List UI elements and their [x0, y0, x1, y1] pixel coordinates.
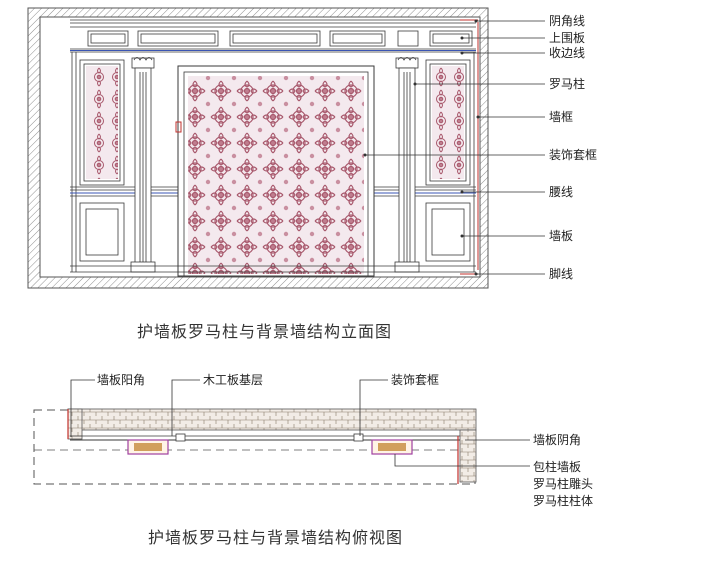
- label-zhuangshitaokuang: 装饰套框: [549, 148, 598, 162]
- label-mugongbanjiceng: 木工板基层: [203, 373, 264, 387]
- label-zhuangshitaokuang-plan: 装饰套框: [391, 373, 440, 387]
- label-baozhuqiangban: 包柱墙板: [533, 460, 582, 474]
- elevation-caption: 护墙板罗马柱与背景墙结构立面图: [137, 322, 393, 341]
- skirting-line: [70, 265, 476, 273]
- label-jiaoxian: 脚线: [549, 267, 574, 281]
- casing-red-mark: [175, 121, 182, 133]
- label-luomazhudiaotou: 罗马柱雕头: [533, 477, 594, 491]
- top-panels: [87, 30, 473, 47]
- plan-brick-return-right: [459, 429, 477, 483]
- label-luomazhu: 罗马柱: [549, 77, 586, 91]
- label-qiangbanyinjiao: 墙板阴角: [533, 433, 582, 447]
- plan-brick-return-left: [67, 408, 83, 440]
- label-luomazhuzhuti: 罗马柱柱体: [533, 494, 594, 508]
- label-yinjiaoxian: 阴角线: [549, 14, 586, 28]
- lower-wall-panels: [79, 202, 471, 262]
- plan-brick-wall: [67, 408, 477, 431]
- label-qiangbanyangjiao: 墙板阳角: [97, 373, 146, 387]
- elevation-leaders: [365, 20, 545, 275]
- plan-caption: 护墙板罗马柱与背景墙结构俯视图: [148, 528, 404, 547]
- label-qiangkuang: 墙框: [549, 110, 574, 124]
- casing-inner: [183, 71, 369, 277]
- label-shangweiban: 上围板: [549, 31, 586, 45]
- right-wall-frame: [425, 52, 475, 272]
- label-shoubianxian: 收边线: [549, 46, 586, 60]
- roman-column-left: [130, 57, 156, 273]
- background-wallpaper: [188, 76, 364, 274]
- label-yaoxian: 腰线: [549, 185, 574, 199]
- label-qiangban: 墙板: [549, 229, 574, 243]
- elevation-view: [27, 7, 545, 289]
- left-wallpaper-panel: [86, 66, 118, 179]
- plan-view: [33, 379, 530, 485]
- plan-leaders: [70, 379, 530, 467]
- top-cornice: [70, 19, 476, 53]
- roman-column-right: [394, 57, 420, 273]
- left-wall-frame: [71, 52, 125, 272]
- right-wallpaper-panel: [432, 66, 464, 179]
